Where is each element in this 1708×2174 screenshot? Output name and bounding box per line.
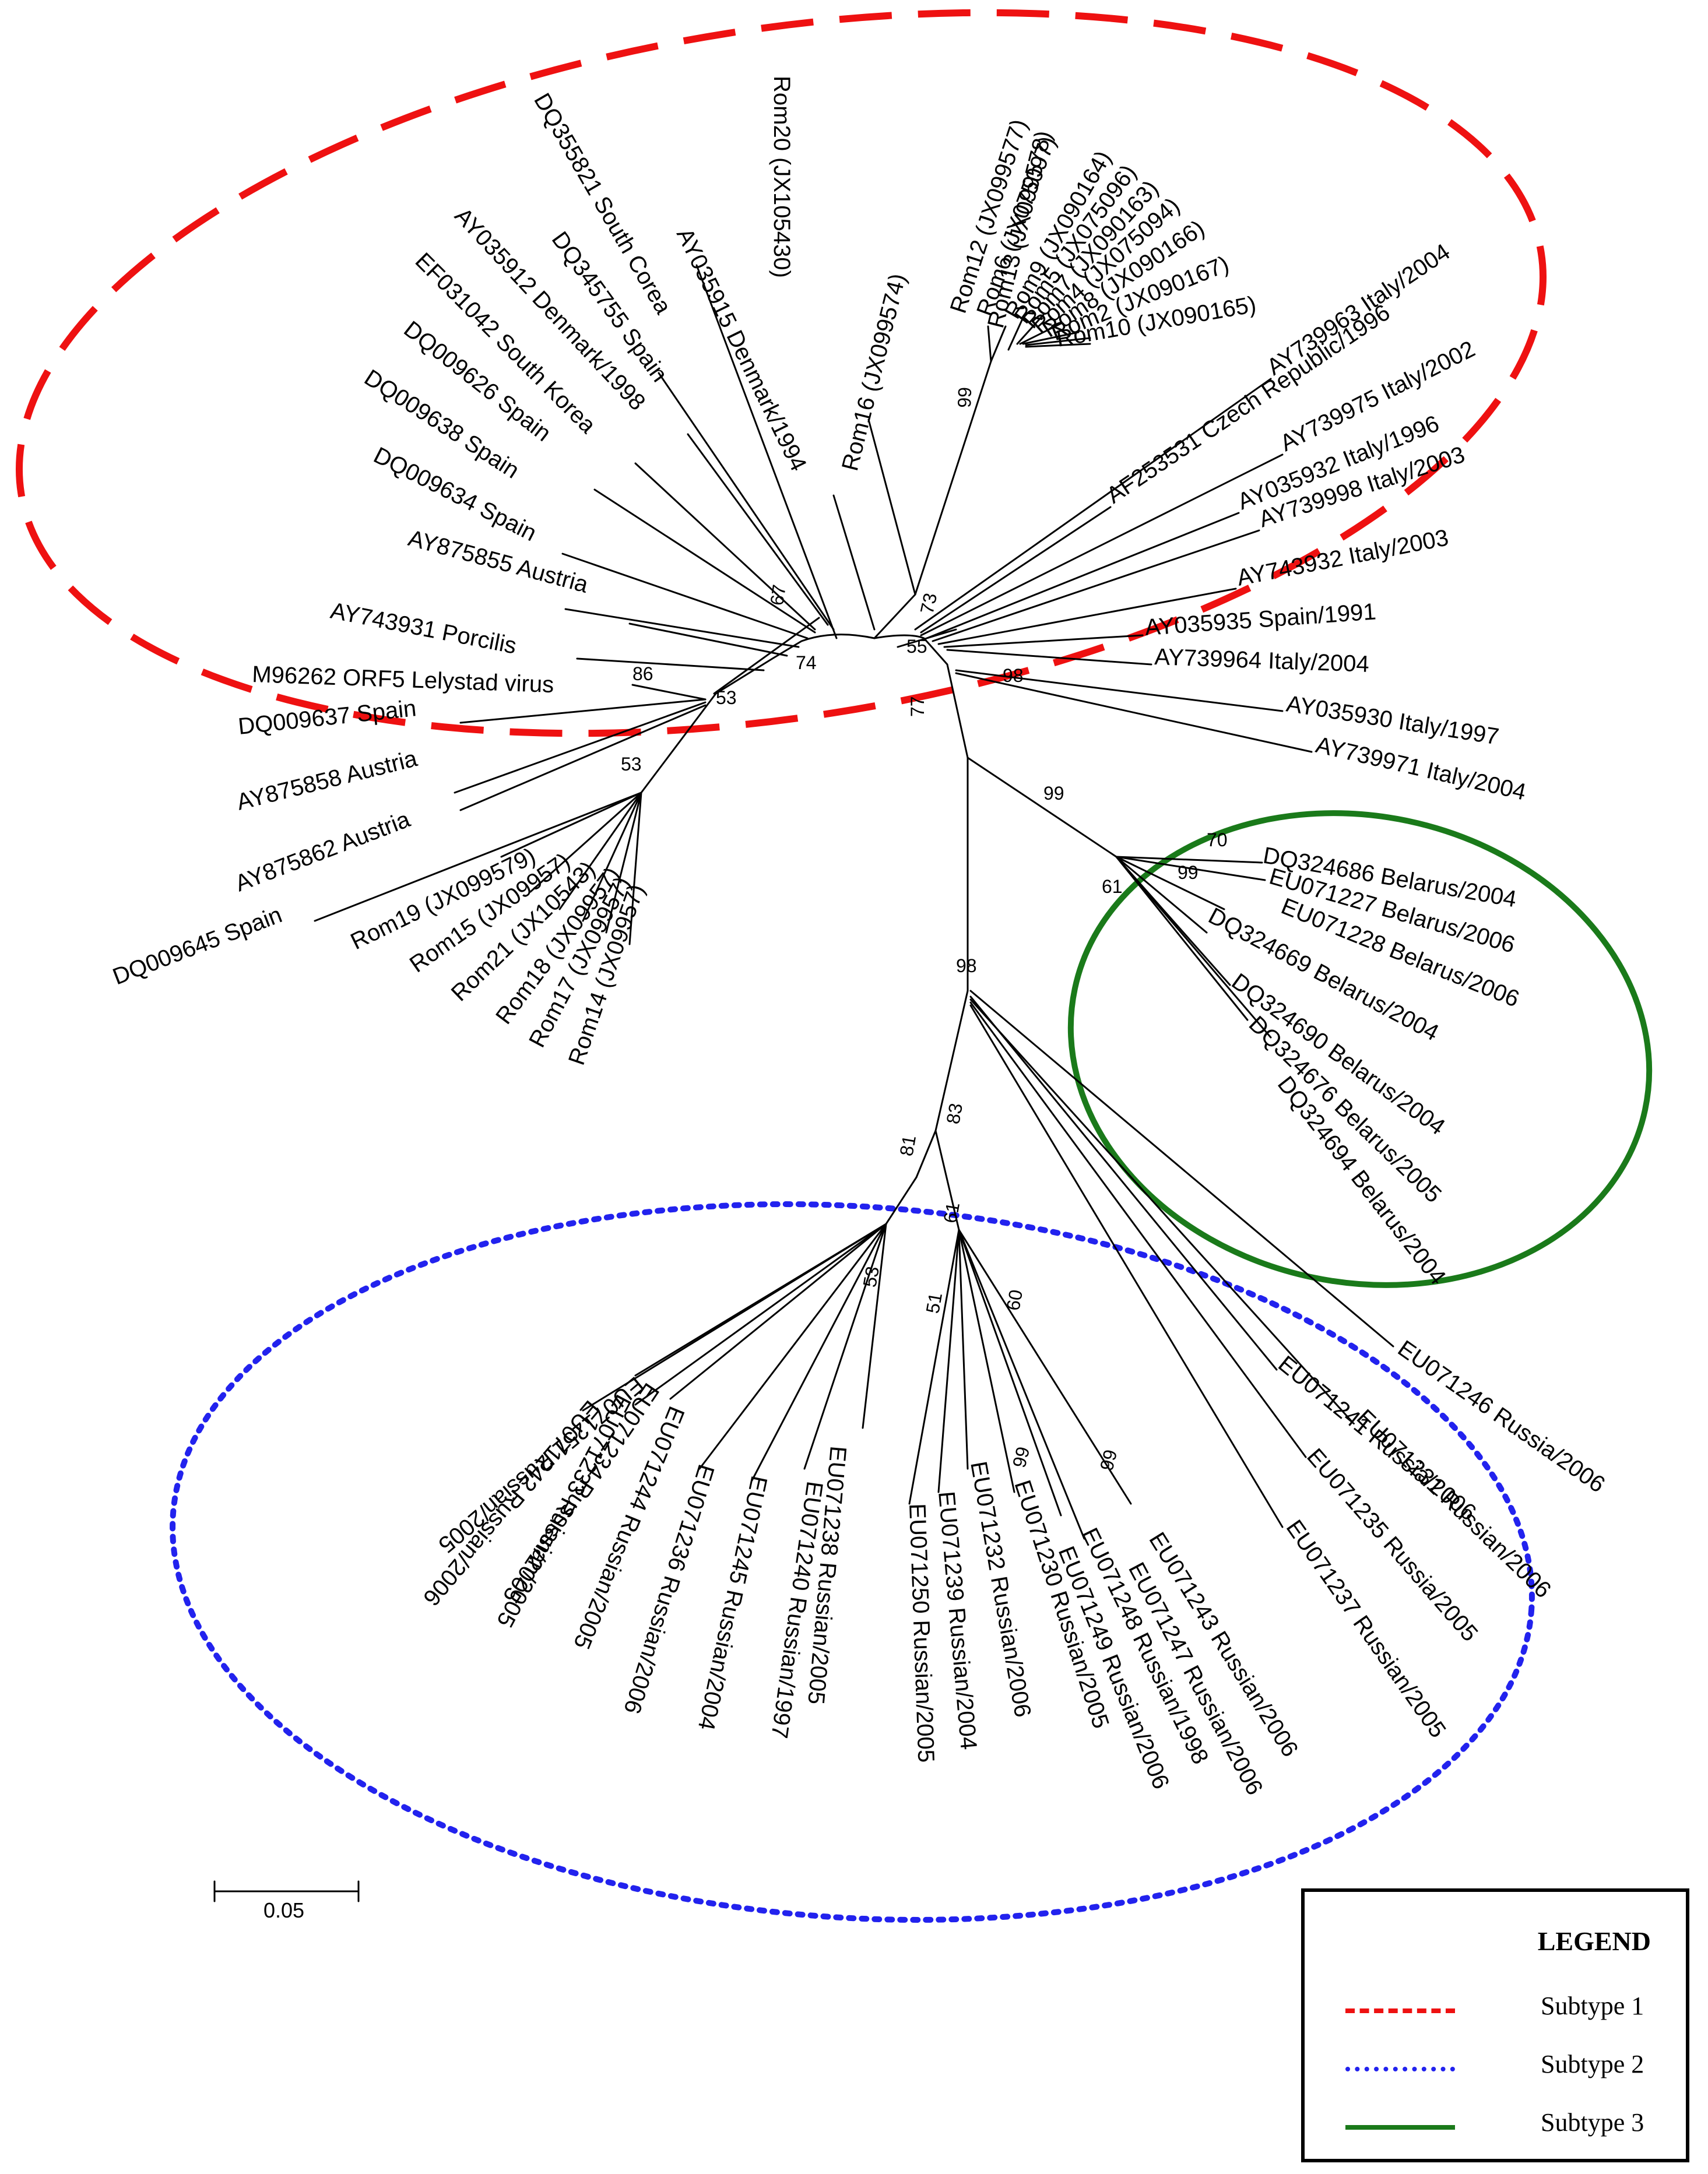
support-value: 60 <box>1002 1288 1027 1312</box>
scale-bar-label: 0.05 <box>263 1898 304 1922</box>
legend-item-subtype-3: Subtype 3 <box>1305 2103 1686 2150</box>
support-value: 77 <box>907 696 928 717</box>
leaf-label: AY875862 Austria <box>231 806 414 896</box>
legend-swatch-solid <box>1345 2125 1455 2130</box>
support-value: 55 <box>906 636 927 657</box>
leaf-label: DQ009645 Spain <box>109 902 285 990</box>
support-value: 61 <box>939 1201 964 1225</box>
support-value: 99 <box>1178 862 1199 883</box>
leaf-branches <box>314 264 1394 1540</box>
scale-bar: 0.05 <box>213 1880 360 1922</box>
support-value: 73 <box>916 591 941 615</box>
support-value: 74 <box>796 652 817 673</box>
leaf-label: AY875858 Austria <box>234 745 420 815</box>
support-value: 53 <box>859 1265 883 1289</box>
support-values: 67 74 53 86 53 73 99 55 77 98 99 70 99 6… <box>621 386 1228 1472</box>
leaf-label: EU071237 Russian/2005 <box>1281 1515 1451 1743</box>
legend-swatch-dotted <box>1345 2067 1455 2071</box>
legend-label: Subtype 2 <box>1541 2050 1644 2078</box>
support-value: 70 <box>1207 829 1228 850</box>
support-value: 61 <box>1102 876 1123 897</box>
legend-item-subtype-2: Subtype 2 <box>1305 2045 1686 2091</box>
legend-box: LEGEND Subtype 1 Subtype 2 Subtype 3 <box>1301 1888 1689 2162</box>
leaf-label: EU071250 Russian/2005 <box>904 1503 939 1763</box>
support-value: 99 <box>954 386 975 408</box>
leaf-label: Rom20 (JX105430) <box>769 76 795 278</box>
leaf-label: EU071235 Russia/2005 <box>1302 1444 1482 1647</box>
support-value: 53 <box>716 687 737 708</box>
support-value: 98 <box>956 955 977 976</box>
support-value: 81 <box>895 1134 920 1158</box>
support-value: 99 <box>1008 1444 1034 1469</box>
support-value: 86 <box>632 663 653 684</box>
support-value: 51 <box>922 1291 946 1315</box>
leaf-label: M96262 ORF5 Lelystad virus <box>252 662 554 698</box>
leaf-label: EU071239 Russian/2004 <box>933 1490 982 1751</box>
legend-title: LEGEND <box>1537 1926 1651 1956</box>
support-value: 98 <box>1003 665 1024 686</box>
support-value: 53 <box>621 754 642 775</box>
support-value: 99 <box>1096 1447 1122 1472</box>
leaf-labels: DQ355821 South Corea DQ345755 Spain AY03… <box>109 76 1609 1799</box>
legend-swatch-dashed <box>1345 2008 1455 2013</box>
support-value: 83 <box>942 1102 967 1125</box>
leaf-label: AY739964 Italy/2004 <box>1154 644 1370 677</box>
legend-label: Subtype 1 <box>1541 1992 1644 2020</box>
subtype-2-ellipse <box>170 1201 1535 1923</box>
support-value: 67 <box>766 583 790 607</box>
leaf-label: DQ009637 Spain <box>237 695 417 740</box>
leaf-label: AY743931 Porcilis <box>328 598 518 659</box>
legend-label: Subtype 3 <box>1541 2108 1644 2137</box>
leaf-label: AY875855 Austria <box>406 525 592 598</box>
leaf-label: AY035935 Spain/1991 <box>1144 599 1377 641</box>
legend-item-subtype-1: Subtype 1 <box>1305 1986 1686 2033</box>
subtype-1-ellipse <box>15 9 1547 737</box>
support-value: 99 <box>1043 783 1064 804</box>
backbone-branches <box>640 360 1117 1231</box>
